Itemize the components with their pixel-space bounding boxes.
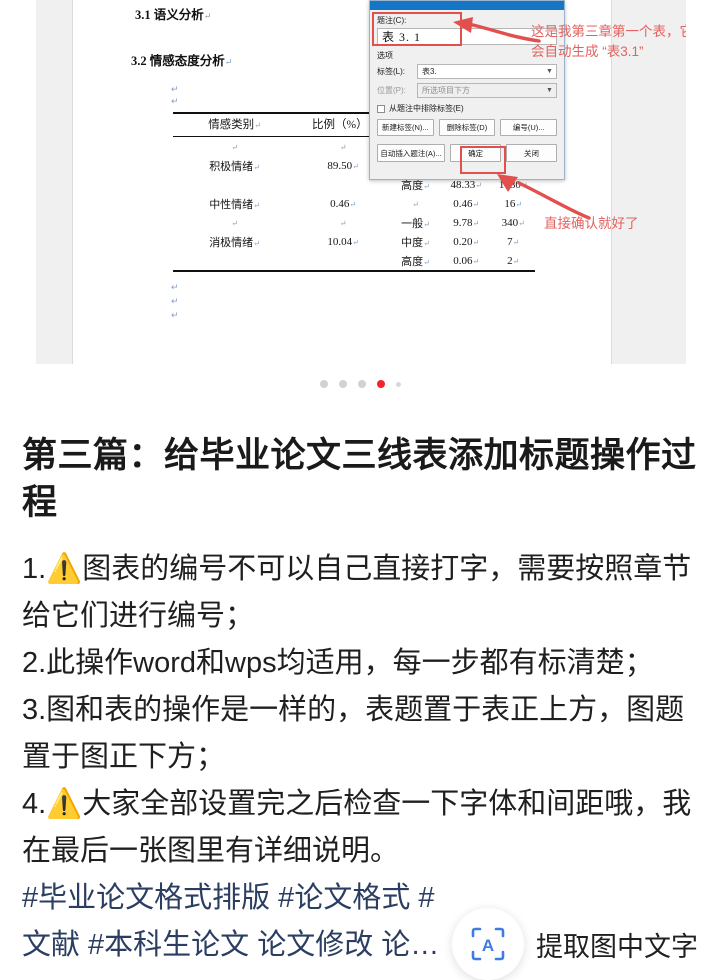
- annotation-arrow-to-caption: [453, 17, 541, 43]
- paragraph-mark: ↵: [171, 96, 179, 106]
- carousel-dot-5[interactable]: [395, 381, 401, 387]
- svg-text:A: A: [482, 936, 494, 955]
- carousel-dot-2[interactable]: [338, 380, 347, 388]
- label-dropdown-value: 表3.: [422, 67, 437, 76]
- table-row: 中性情绪↵ 0.46↵ ↵ 0.46↵ 16↵: [209, 198, 523, 211]
- article-paragraph-3: 3.图和表的操作是一样的，表题置于表正上方，图题置于图正下方；: [22, 694, 685, 773]
- dialog-titlebar: [370, 1, 564, 10]
- table-row: ↵ ↵ 一般↵ 9.78↵ 340↵: [231, 217, 525, 230]
- auto-caption-button[interactable]: 自动插入题注(A)...: [377, 144, 446, 162]
- chevron-down-icon[interactable]: ▼: [546, 87, 553, 94]
- article-paragraph-2: 2.此操作word和wps均适用，每一步都有标清楚；: [22, 647, 654, 679]
- label-row: 标签(L): 表3. ▼: [377, 64, 557, 79]
- delete-label-button[interactable]: 删除标签(D): [438, 119, 496, 136]
- carousel-dot-1[interactable]: [319, 380, 328, 388]
- carousel-page-indicator[interactable]: [0, 380, 720, 388]
- options-section-label: 选项: [377, 51, 393, 60]
- annotation-line: 这是我第三章第一个表，它: [531, 24, 686, 39]
- exclude-label-checkbox-label: 从题注中排除标签(E): [389, 104, 464, 113]
- document-heading-3-1: 3.1 语义分析↵: [135, 8, 212, 22]
- position-row: 位置(P): 所选项目下方 ▼: [377, 83, 557, 98]
- annotation-line: 会自动生成 “表3.1”: [531, 44, 644, 59]
- pilcrow-icon: ↵: [224, 57, 233, 67]
- extract-text-button[interactable]: A 提取图中文字: [452, 908, 698, 980]
- position-dropdown[interactable]: 所选项目下方 ▼: [417, 83, 557, 98]
- article-paragraph-4: 4.⚠️大家全部设置完之后检查一下字体和间距哦，我在最后一张图里有详细说明。: [22, 788, 692, 867]
- table-row: 高度↵ 0.06↵ 2↵: [173, 251, 535, 271]
- exclude-label-checkbox[interactable]: [377, 104, 385, 113]
- label-dropdown[interactable]: 表3. ▼: [417, 64, 557, 79]
- annotation-note-caption: 这是我第三章第一个表，它 会自动生成 “表3.1”: [531, 22, 686, 62]
- page-title: 第三篇：给毕业论文三线表添加标题操作过程: [22, 436, 697, 522]
- position-field-label: 位置(P):: [377, 86, 406, 95]
- hashtag-line-2[interactable]: 文献 #本科生论文 论文修改 论…: [22, 929, 440, 961]
- table-header-cell: 情感类别↵: [208, 119, 261, 131]
- new-label-button[interactable]: 新建标签(N)...: [377, 119, 434, 136]
- extract-text-label: 提取图中文字: [536, 931, 698, 962]
- paragraph-mark: ↵: [171, 84, 179, 94]
- ok-button[interactable]: 确定: [450, 144, 502, 162]
- carousel-dot-4-active[interactable]: [376, 380, 385, 388]
- paragraph-mark: ↵: [171, 310, 179, 320]
- numbering-button[interactable]: 编号(U)...: [500, 119, 558, 136]
- carousel-slide[interactable]: 3.1 语义分析↵ 3.2 情感态度分析↵ ↵ ↵ ↵ ↵ ↵ 情感类别↵ 比例…: [36, 0, 686, 364]
- exclude-label-checkbox-row[interactable]: 从题注中排除标签(E): [377, 103, 557, 114]
- position-dropdown-value: 所选项目下方: [422, 86, 470, 95]
- table-row: 消极情绪↵ 10.04↵ 中度↵ 0.20↵ 7↵: [209, 236, 520, 249]
- annotation-arrow-to-ok: [497, 174, 591, 220]
- paragraph-mark: ↵: [171, 296, 179, 306]
- article-body: 1.⚠️图表的编号不可以自己直接打字，需要按照章节给它们进行编号； 2.此操作w…: [22, 546, 698, 969]
- close-button[interactable]: 关闭: [506, 144, 557, 162]
- extract-text-button-circle[interactable]: A: [452, 908, 524, 980]
- article-paragraph-1: 1.⚠️图表的编号不可以自己直接打字，需要按照章节给它们进行编号；: [22, 553, 692, 632]
- scan-text-icon: A: [471, 927, 505, 961]
- article-content: 第三篇：给毕业论文三线表添加标题操作过程 1.⚠️图表的编号不可以自己直接打字，…: [0, 432, 720, 969]
- chevron-down-icon[interactable]: ▼: [546, 68, 553, 75]
- hashtag-line-1[interactable]: #毕业论文格式排版 #论文格式 #: [22, 882, 435, 914]
- document-heading-3-2: 3.2 情感态度分析↵: [131, 54, 233, 68]
- label-field-label: 标签(L):: [377, 67, 405, 76]
- annotation-note-ok: 直接确认就好了: [544, 216, 639, 231]
- carousel-dot-3[interactable]: [357, 380, 366, 388]
- paragraph-mark: ↵: [171, 282, 179, 292]
- caption-field-label: 题注(C):: [377, 16, 407, 25]
- image-carousel[interactable]: 3.1 语义分析↵ 3.2 情感态度分析↵ ↵ ↵ ↵ ↵ ↵ 情感类别↵ 比例…: [0, 0, 720, 372]
- pilcrow-icon: ↵: [203, 11, 212, 21]
